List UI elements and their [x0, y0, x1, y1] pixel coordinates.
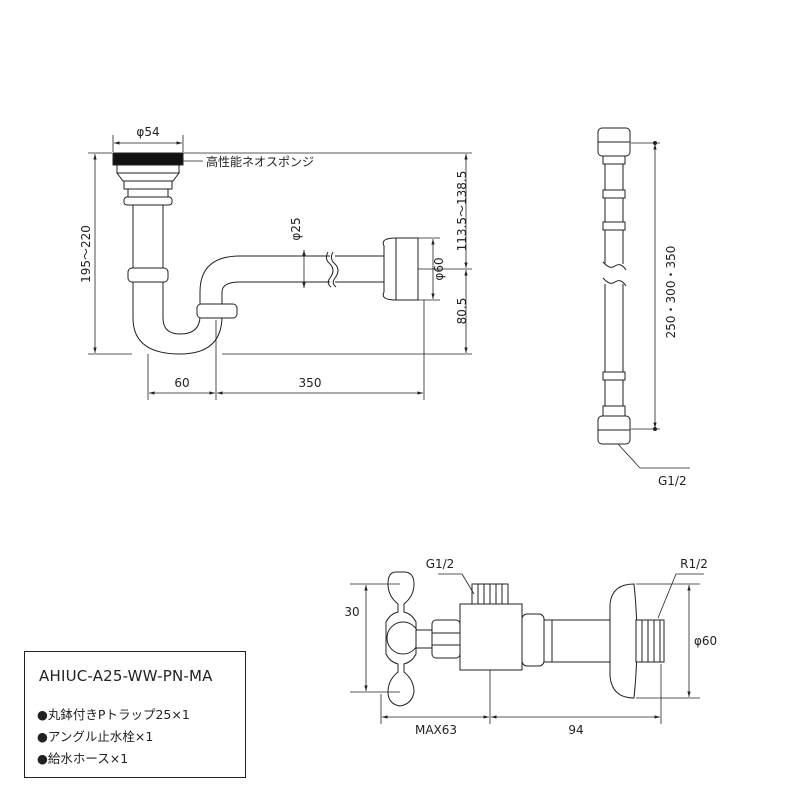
- angle-valve-drawing: [385, 571, 665, 707]
- dim-hose-length: 250・300・350: [664, 246, 678, 339]
- hose-drawing: [597, 127, 631, 445]
- contents-item-hose: ●給水ホース×1: [37, 751, 129, 766]
- p-trap-drawing: [112, 152, 419, 355]
- dim-outlet-offset: 80.5: [455, 298, 469, 325]
- dim-body-length: 94: [568, 723, 583, 737]
- dim-handle: 30: [344, 605, 359, 619]
- label-sponge: 高性能ネオスポンジ: [206, 154, 314, 169]
- dim-outlet-height: 113.5～138.5: [455, 171, 469, 252]
- contents-item-valve: ●アングル止水栓×1: [37, 729, 154, 744]
- dim-outlet-length: 350: [299, 376, 322, 390]
- contents-item-trap: ●丸鉢付きPトラップ25×1: [37, 707, 190, 722]
- dim-trap-width: 60: [174, 376, 189, 390]
- dim-flange-diameter: φ60: [432, 257, 446, 280]
- label-outlet-thread: R1/2: [680, 557, 708, 571]
- contents-list: ●丸鉢付きPトラップ25×1 ●アングル止水栓×1 ●給水ホース×1: [37, 704, 190, 770]
- dim-drain-diameter: φ54: [136, 125, 159, 139]
- dim-pipe-diameter: φ25: [289, 217, 303, 240]
- model-info-box: AHIUC-A25-WW-PN-MA ●丸鉢付きPトラップ25×1 ●アングル止…: [24, 651, 246, 778]
- model-number: AHIUC-A25-WW-PN-MA: [39, 667, 213, 685]
- dim-trap-height: 195～220: [79, 225, 93, 283]
- label-hose-thread: G1/2: [658, 474, 687, 488]
- label-inlet-thread: G1/2: [426, 557, 455, 571]
- dim-max-width: MAX63: [415, 723, 457, 737]
- dim-valve-flange: φ60: [694, 634, 717, 648]
